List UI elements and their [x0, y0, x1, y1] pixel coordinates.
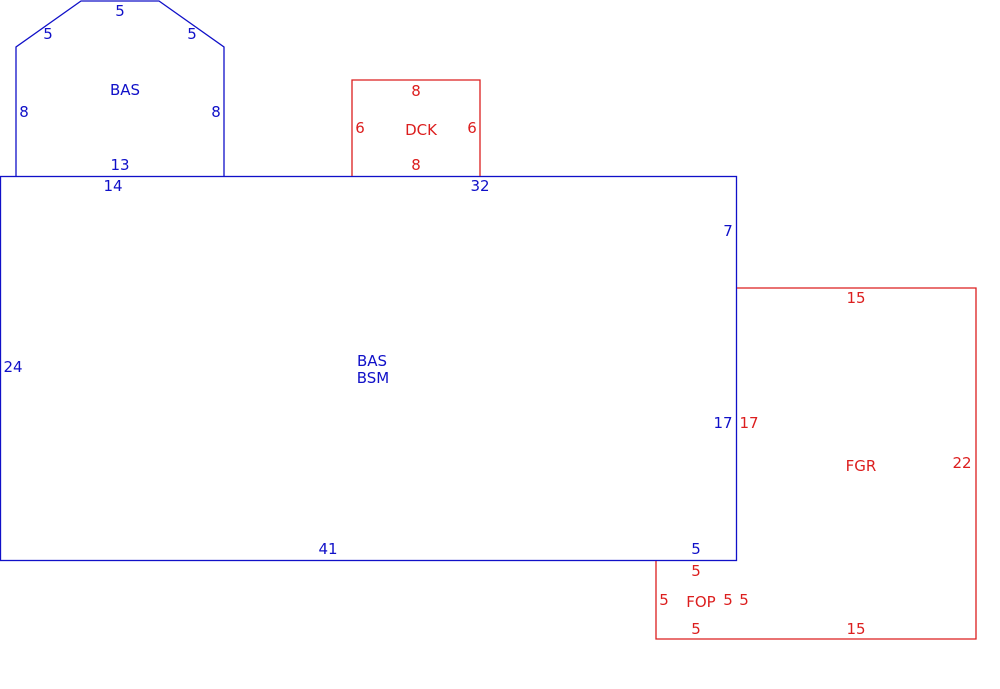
area-label-bas-top: BAS [110, 81, 140, 99]
dim-main-right-upper: 7 [723, 222, 733, 240]
dim-dck-top: 8 [411, 82, 421, 100]
dim-fgr-left: 17 [739, 414, 758, 432]
dim-main-bottom-right: 5 [691, 540, 701, 558]
bas-top-outline [15, 0, 225, 176]
dim-fop-top: 5 [691, 562, 701, 580]
area-label-dck: DCK [405, 121, 438, 139]
fop-outline [655, 561, 737, 640]
dim-bas-top-right: 8 [211, 103, 221, 121]
dim-bas-top-upper-left: 5 [43, 25, 53, 43]
dck-outline [351, 79, 481, 176]
area-label-bas-main: BAS [357, 352, 387, 370]
dim-dck-left: 6 [355, 119, 365, 137]
dim-fgr-right: 22 [952, 454, 971, 472]
area-label-fop: FOP [686, 593, 715, 611]
dim-bas-top-top: 5 [115, 2, 125, 20]
area-label-fgr: FGR [846, 457, 877, 475]
dim-fgr-bottom: 15 [846, 620, 865, 638]
dim-bas-top-bottom: 13 [110, 156, 129, 174]
dim-fop-bottom: 5 [691, 620, 701, 638]
dim-fop-left: 5 [659, 591, 669, 609]
dim-dck-right: 6 [467, 119, 477, 137]
fgr-outline [737, 287, 977, 640]
dim-main-left: 24 [3, 358, 22, 376]
dim-bas-top-upper-right: 5 [187, 25, 197, 43]
dim-main-top-left: 14 [103, 177, 122, 195]
dim-main-top-right: 32 [470, 177, 489, 195]
dim-fop-right-inner: 5 [723, 591, 733, 609]
dim-fgr-top: 15 [846, 289, 865, 307]
dim-main-right-lower: 17 [713, 414, 732, 432]
dim-bas-top-left: 8 [19, 103, 29, 121]
area-label-bsm-main: BSM [357, 369, 390, 387]
dim-dck-bottom: 8 [411, 156, 421, 174]
dim-fop-right-outer: 5 [739, 591, 749, 609]
main-area-outline [0, 175, 738, 562]
dim-main-bottom: 41 [318, 540, 337, 558]
